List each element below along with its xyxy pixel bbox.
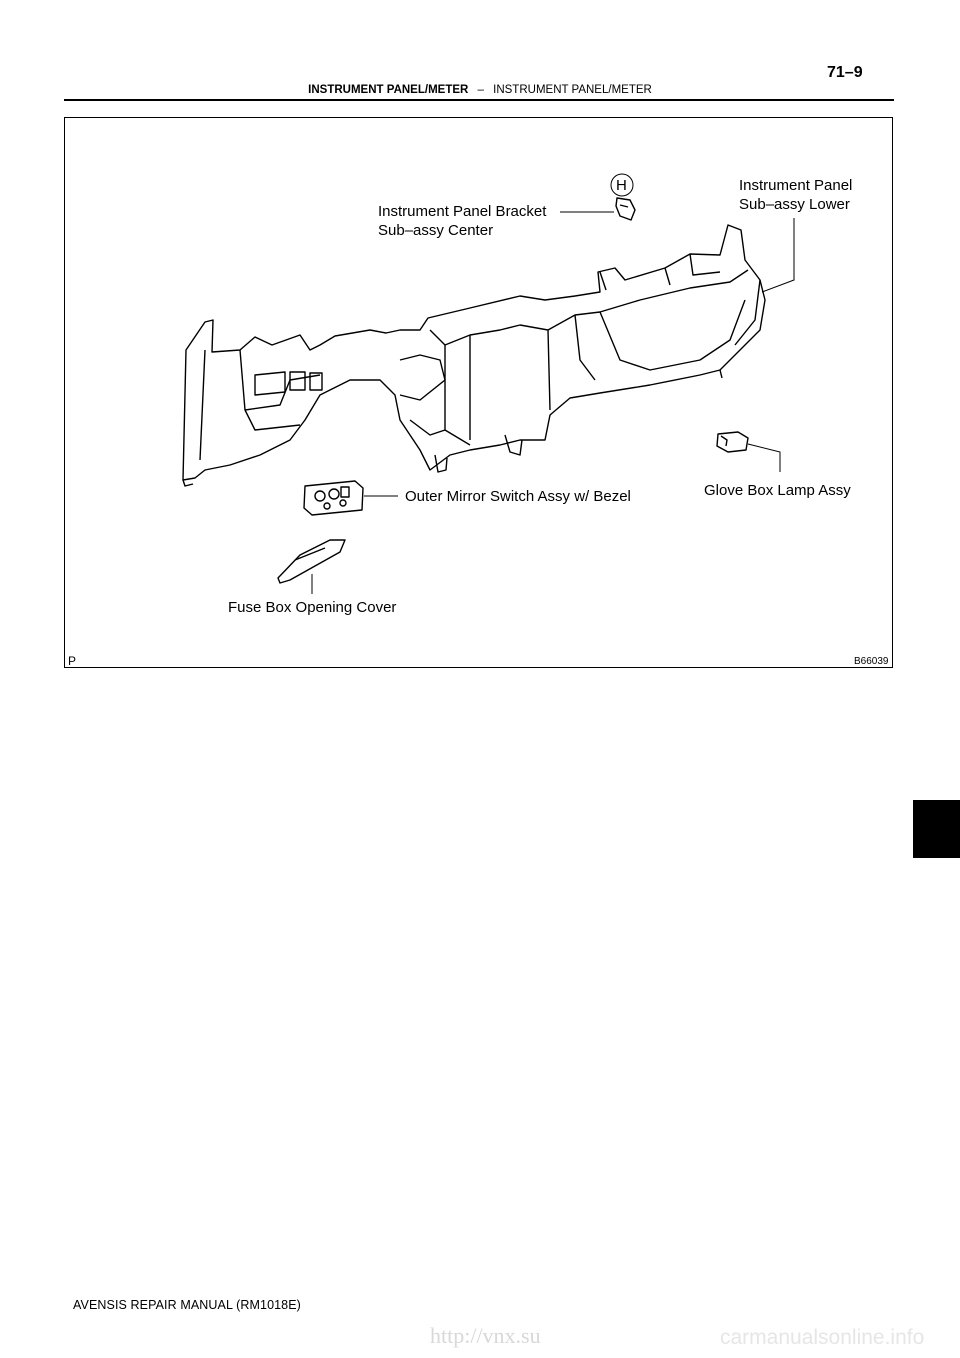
section-header: INSTRUMENT PANEL/METER – INSTRUMENT PANE…	[0, 84, 960, 96]
label-line-1: Instrument Panel Bracket	[378, 203, 547, 220]
watermark-carmanuals: carmanualsonline.info	[720, 1326, 925, 1349]
header-rule	[64, 99, 894, 101]
marker-h-circle	[610, 173, 634, 197]
center-bracket-part	[615, 197, 636, 221]
marker-h: H	[616, 177, 627, 194]
dashboard-lower-outline	[182, 224, 766, 481]
watermark-vnx: http://vnx.su	[430, 1323, 541, 1348]
manual-footer: AVENSIS REPAIR MANUAL (RM1018E)	[73, 1298, 301, 1312]
leader-panel-lower	[761, 218, 795, 293]
leader-glove-box-lamp	[747, 443, 781, 472]
section-tab-marker	[913, 800, 960, 858]
figure-corner-letter: P	[68, 654, 77, 668]
section-title: INSTRUMENT PANEL/METER	[493, 84, 652, 96]
figure-code: B66039	[854, 656, 889, 667]
label-bracket-center: Instrument Panel Bracket Sub–assy Center	[378, 202, 546, 240]
label-instrument-panel-lower: Instrument Panel Sub–assy Lower	[739, 176, 852, 214]
glove-box-lamp-part	[716, 431, 749, 453]
label-outer-mirror-switch: Outer Mirror Switch Assy w/ Bezel	[405, 488, 631, 505]
outer-mirror-switch-part	[303, 480, 364, 516]
section-separator: –	[477, 84, 484, 96]
figure-frame	[64, 117, 893, 668]
fuse-box-cover-part	[277, 539, 346, 584]
section-title-bold: INSTRUMENT PANEL/METER	[308, 84, 469, 96]
label-fuse-box-cover: Fuse Box Opening Cover	[228, 599, 397, 616]
label-line-1: Instrument Panel	[739, 177, 853, 194]
page-number: 71–9	[827, 64, 863, 81]
label-line-2: Sub–assy Center	[378, 222, 494, 239]
label-line-2: Sub–assy Lower	[739, 196, 850, 213]
label-glove-box-lamp: Glove Box Lamp Assy	[704, 482, 851, 499]
